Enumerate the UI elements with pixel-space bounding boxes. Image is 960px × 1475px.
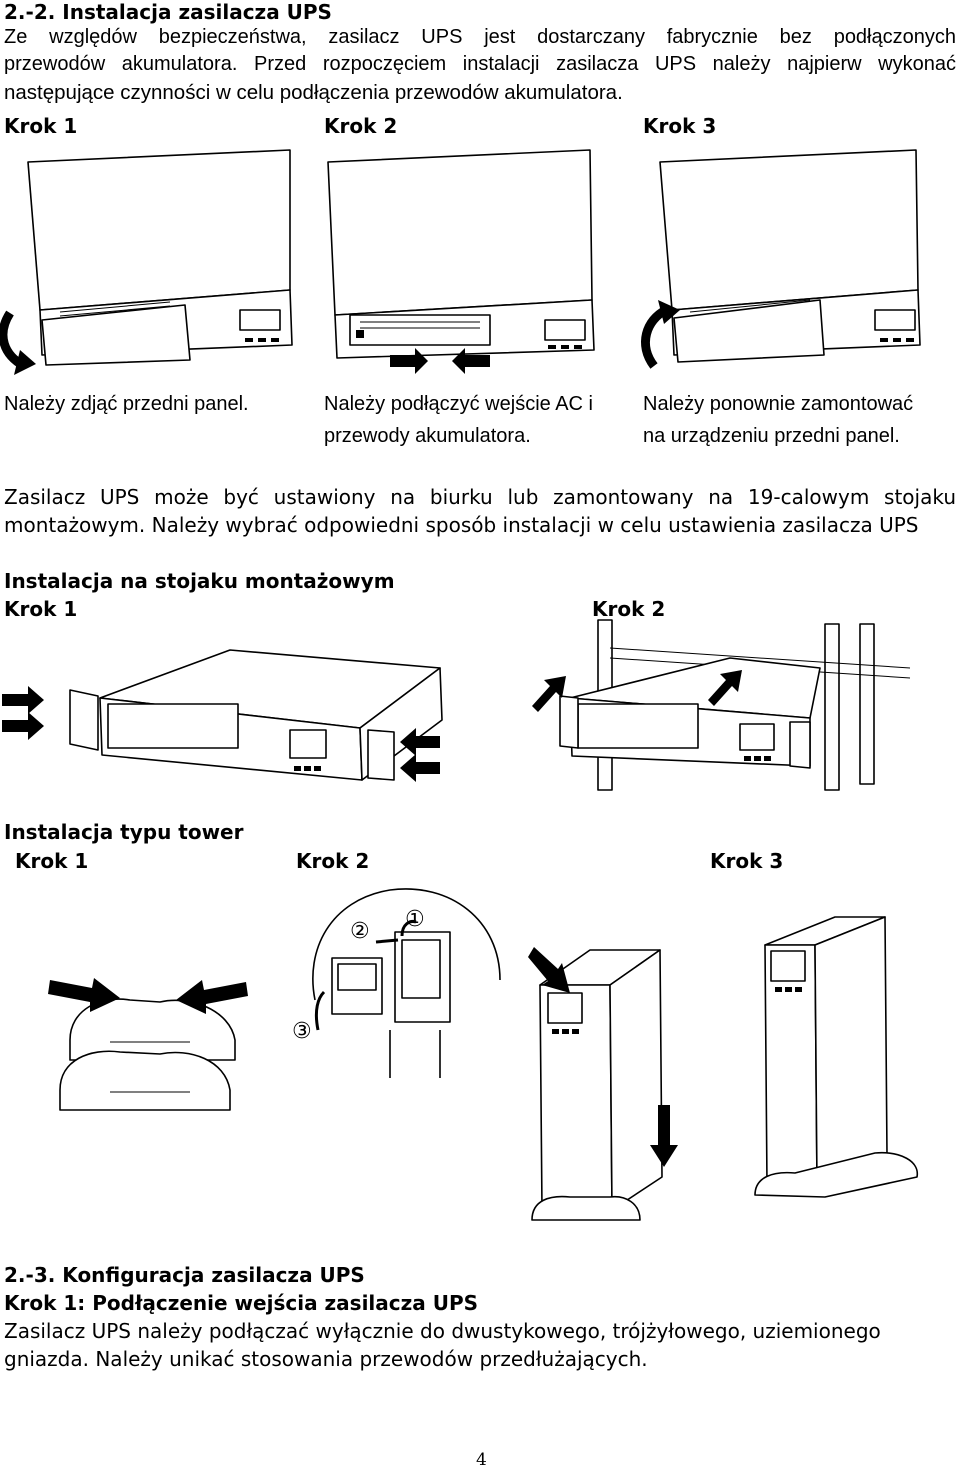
intro-line-3: następujące czynności w celu podłączenia…: [4, 81, 623, 104]
placement-line-2: montażowym. Należy wybrać odpowiedni spo…: [4, 513, 919, 537]
tower-panel-rotate-illustration: ② ① ③: [292, 888, 501, 1078]
tower-stand-assembly-illustration: [48, 978, 248, 1111]
callout-1: ①: [405, 907, 425, 932]
step-3-caption-line-2: na urządzeniu przedni panel.: [643, 425, 900, 447]
step-1-caption: Należy zdjąć przedni panel.: [4, 393, 249, 415]
rack-bracket-attach-illustration: [2, 649, 443, 782]
page-number: 4: [476, 1450, 487, 1470]
step-2-caption-line-2: przewody akumulatora.: [324, 425, 531, 447]
tower-step-1-label: Krok 1: [15, 849, 89, 873]
intro-line-1: Ze względów bezpieczeństwa, zasilacz UPS…: [4, 26, 956, 48]
step-2-caption-line-1: Należy podłączyć wejście AC i: [324, 393, 593, 415]
config-body-line-1: Zasilacz UPS należy podłączać wyłącznie …: [4, 1319, 881, 1343]
ups-front-panel-reinstall-illustration: [641, 149, 921, 369]
section-title-configuration: 2.-3. Konfiguracja zasilacza UPS: [4, 1263, 365, 1287]
rack-step-1-label: Krok 1: [4, 597, 78, 621]
callout-3: ③: [292, 1019, 312, 1044]
step-1-label: Krok 1: [4, 114, 78, 138]
rack-mount-illustration: [532, 619, 911, 791]
step-2-label: Krok 2: [324, 114, 398, 138]
tower-step-2-label: Krok 2: [296, 849, 370, 873]
tower-step-3-label: Krok 3: [710, 849, 784, 873]
step-3-label: Krok 3: [643, 114, 717, 138]
ups-battery-connection-illustration: [327, 149, 595, 374]
rack-install-title: Instalacja na stojaku montażowym: [4, 569, 395, 593]
rack-step-2-label: Krok 2: [592, 597, 666, 621]
tower-ups-on-stand-illustration: [528, 947, 678, 1221]
config-body-line-2: gniazda. Należy unikać stosowania przewo…: [4, 1347, 648, 1371]
placement-line-1: Zasilacz UPS może być ustawiony na biurk…: [4, 485, 956, 509]
step-3-caption-line-1: Należy ponownie zamontować: [643, 393, 914, 415]
callout-2: ②: [350, 919, 370, 944]
ups-front-panel-removed-illustration: [0, 149, 293, 375]
config-step-1-title: Krok 1: Podłączenie wejścia zasilacza UP…: [4, 1291, 479, 1315]
intro-line-2: przewodów akumulatora. Przed rozpoczęcie…: [4, 53, 956, 75]
tower-install-title: Instalacja typu tower: [4, 820, 244, 844]
section-title-installation: 2.-2. Instalacja zasilacza UPS: [4, 0, 332, 24]
tower-ups-installed-illustration: [754, 916, 918, 1198]
